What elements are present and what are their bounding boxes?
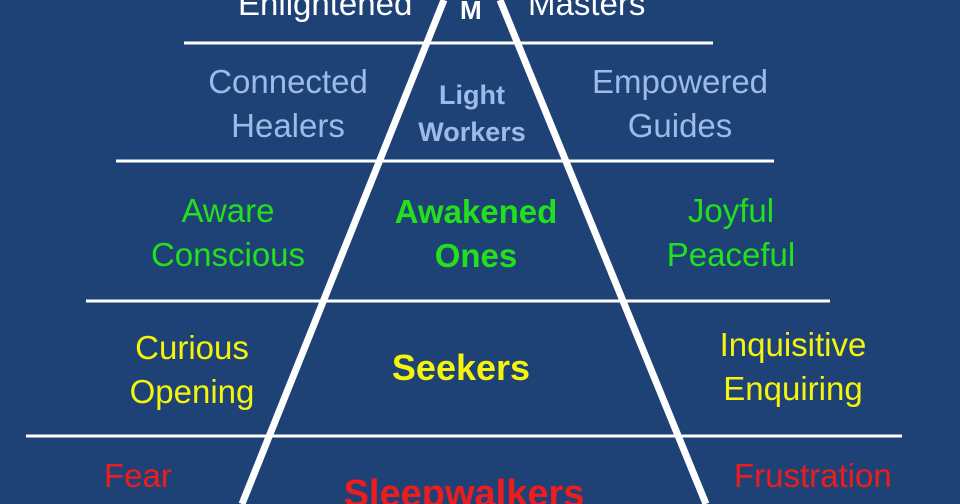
masters-right-label: Masters	[528, 0, 646, 22]
masters-left-label: Enlightened	[238, 0, 413, 22]
pyramid-left-edge	[238, 0, 448, 504]
awakened-center-line-2: Ones	[434, 237, 518, 274]
awakened-center-label: Awakened Ones	[378, 190, 574, 278]
awakened-right-label: Joyful Peaceful	[655, 189, 807, 277]
light-workers-right-line-1: Empowered	[591, 63, 769, 100]
seekers-left-line-1: Curious	[135, 329, 249, 366]
seekers-right-line-2: Enquiring	[723, 370, 863, 407]
seekers-left-line-2: Opening	[129, 373, 255, 410]
light-workers-left-label: Connected Healers	[197, 60, 379, 148]
seekers-center-label: Seekers	[391, 347, 531, 388]
seekers-left-label: Curious Opening	[116, 326, 268, 414]
sleepwalkers-center-label: Sleepwalkers	[343, 473, 585, 504]
awakened-right-line-1: Joyful	[687, 192, 775, 229]
seekers-right-line-1: Inquisitive	[719, 326, 867, 363]
awakened-left-line-1: Aware	[181, 192, 275, 229]
light-workers-center-label: Light Workers	[405, 77, 539, 151]
sleepwalkers-left-label: Fear	[104, 457, 172, 494]
light-workers-left-line-1: Connected	[208, 63, 368, 100]
awakened-left-line-2: Conscious	[150, 236, 306, 273]
light-workers-center-line-1: Light	[439, 80, 505, 110]
light-workers-right-label: Empowered Guides	[579, 60, 781, 148]
light-workers-left-line-2: Healers	[231, 107, 345, 144]
light-workers-right-line-2: Guides	[627, 107, 733, 144]
awakened-center-line-1: Awakened	[394, 193, 558, 230]
light-workers-center-line-2: Workers	[418, 117, 526, 147]
masters-center-label: M	[460, 0, 482, 25]
awakened-left-label: Aware Conscious	[138, 189, 318, 277]
sleepwalkers-right-label: Frustration	[734, 457, 892, 494]
awakened-right-line-2: Peaceful	[666, 236, 796, 273]
seekers-right-label: Inquisitive Enquiring	[707, 323, 879, 411]
pyramid-right-edge	[496, 0, 710, 504]
